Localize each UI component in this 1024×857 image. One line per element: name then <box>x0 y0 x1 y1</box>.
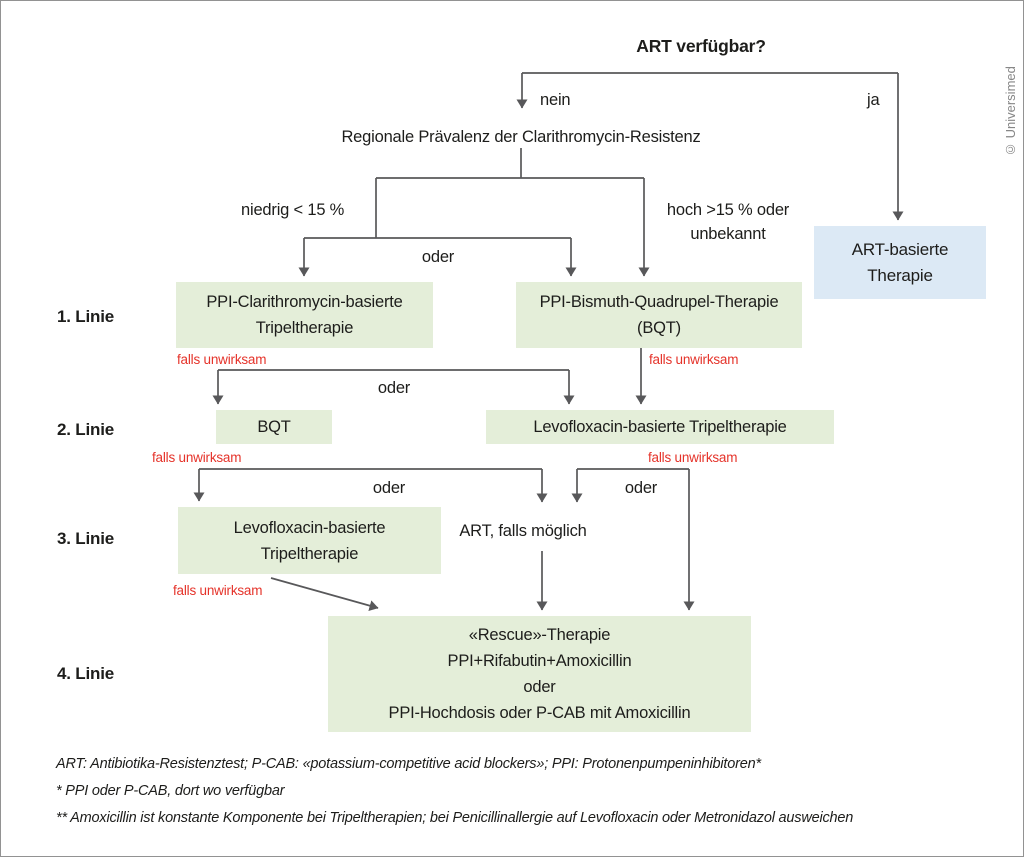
fails-label-line3: falls unwirksam <box>173 583 263 598</box>
line2-left-box: BQT <box>216 410 332 444</box>
fails-label-line1-right: falls unwirksam <box>649 352 739 367</box>
line1-left-box: PPI-Clarithromycin-basierte Tripeltherap… <box>176 282 433 348</box>
rescue-line1: «Rescue»-Therapie <box>468 626 611 644</box>
line1-left-line1: PPI-Clarithromycin-basierte <box>206 293 403 311</box>
art-box-line2: Therapie <box>867 265 933 285</box>
or-label-3: oder <box>372 479 406 497</box>
art-box-line1: ART-basierte <box>851 239 949 259</box>
line3-left-line2: Tripeltherapie <box>260 544 359 563</box>
rescue-line4: PPI-Hochdosis oder P-CAB mit Amoxicillin <box>388 704 691 722</box>
line3-art-step: ART, falls möglich <box>459 522 587 540</box>
or-label-1: oder <box>421 248 455 266</box>
fails-label-line2-right: falls unwirksam <box>648 450 738 465</box>
line3-left-box: Levofloxacin-basierte Tripeltherapie <box>178 507 441 574</box>
or-label-2: oder <box>377 379 411 397</box>
condition-high-label: hoch >15 % oder unbekannt <box>653 198 803 246</box>
row-label-line1: 1. Linie <box>57 307 114 326</box>
fails-label-line2-left: falls unwirksam <box>152 450 242 465</box>
line1-left-line2: Tripeltherapie <box>255 319 354 337</box>
condition-high-line2: unbekannt <box>690 225 766 243</box>
branch-label-nein: nein <box>540 91 571 109</box>
line4-rescue-box: «Rescue»-Therapie PPI+Rifabutin+Amoxicil… <box>328 616 751 732</box>
rescue-line3: oder <box>523 678 556 696</box>
connector-line3-fail-arrow <box>270 577 379 612</box>
footnote-asterisk: * PPI oder P-CAB, dort wo verfügbar <box>56 783 285 799</box>
or-label-4: oder <box>624 479 658 497</box>
art-based-therapy-box: ART-basierte Therapie <box>814 226 986 299</box>
prevalence-node: Regionale Prävalenz der Clarithromycin-R… <box>341 128 701 146</box>
condition-high-line1: hoch >15 % oder <box>666 201 790 219</box>
line2-left-text: BQT <box>257 418 291 436</box>
line2-right-text: Levofloxacin-basierte Tripeltherapie <box>533 418 787 436</box>
line1-right-line2: (BQT) <box>637 319 681 337</box>
decision-title: ART verfügbar? <box>636 36 766 56</box>
rescue-line2: PPI+Rifabutin+Amoxicillin <box>447 652 632 670</box>
footnote-double-asterisk: ** Amoxicillin ist konstante Komponente … <box>56 810 854 826</box>
row-label-line3: 3. Linie <box>57 529 114 548</box>
line2-right-box: Levofloxacin-basierte Tripeltherapie <box>486 410 834 444</box>
fails-label-line1-left: falls unwirksam <box>177 352 267 367</box>
line3-left-line1: Levofloxacin-basierte <box>233 518 386 537</box>
line1-right-line1: PPI-Bismuth-Quadrupel-Therapie <box>539 293 779 311</box>
copyright-label: © Universimed <box>1003 66 1018 157</box>
footnote-abbreviations: ART: Antibiotika-Resistenztest; P-CAB: «… <box>56 756 761 772</box>
row-label-line4: 4. Linie <box>57 664 114 683</box>
condition-low-label: niedrig < 15 % <box>241 201 345 219</box>
line1-right-box: PPI-Bismuth-Quadrupel-Therapie (BQT) <box>516 282 802 348</box>
row-label-line2: 2. Linie <box>57 420 114 439</box>
branch-label-ja: ja <box>867 91 880 109</box>
